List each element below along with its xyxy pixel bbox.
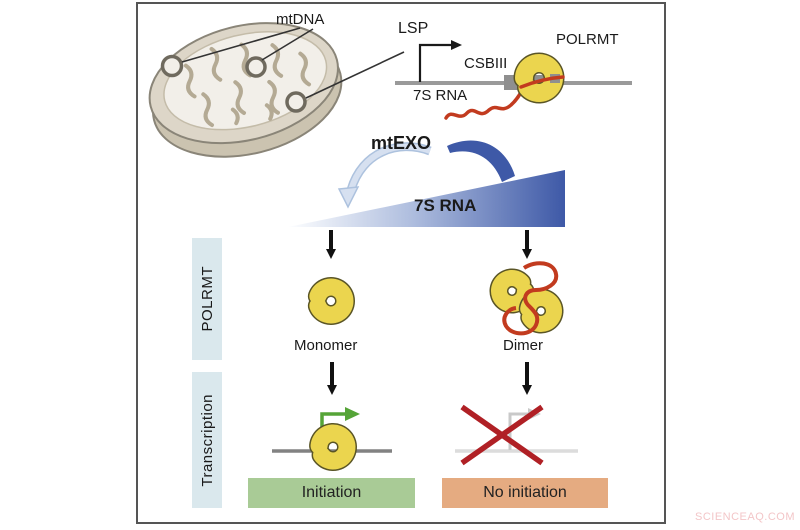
- cristae-squiggles: [183, 42, 312, 128]
- polrmt-top-label: POLRMT: [556, 31, 619, 48]
- initiation-outcome-box: Initiation: [248, 478, 415, 508]
- no-initiation-scene: [455, 404, 578, 466]
- lsp-label: LSP: [398, 20, 429, 37]
- mtdna-label: mtDNA: [276, 11, 325, 28]
- lsp-promoter-arrow: [418, 40, 462, 82]
- inhibition-cross-icon: [460, 404, 544, 466]
- mtdna-nucleoid-circles: [160, 54, 307, 113]
- initiation-scene: [272, 407, 392, 471]
- no-initiation-outcome-box: No initiation: [442, 478, 608, 508]
- mtexo-degrade-arrow: [337, 142, 432, 209]
- watermark: SCIENCEAQ.COM: [695, 511, 796, 523]
- mtexo-label: mtEXO: [371, 133, 432, 153]
- row-label-polrmt: POLRMT: [192, 238, 222, 360]
- 7s-rna-strand-over-polrmt: [519, 75, 565, 89]
- mitochondrion-illustration: [148, 22, 343, 158]
- row-label-polrmt-text: POLRMT: [198, 266, 216, 332]
- mtdna-pointer-lines: [181, 27, 405, 99]
- dimer-label: Dimer: [503, 337, 543, 354]
- 7s-rna-gradient-label: 7S RNA: [414, 196, 477, 215]
- row-label-transcription-text: Transcription: [198, 393, 216, 487]
- mtexo-increase-arrow: [447, 140, 515, 182]
- 7s-rna-strand: [444, 85, 526, 120]
- dimer-blobs: [489, 261, 564, 336]
- monomer-label: Monomer: [294, 337, 358, 354]
- initiation-arrowhead: [345, 407, 360, 421]
- csbiii-label: CSBIII: [464, 55, 508, 72]
- monomer-blob: [307, 277, 355, 325]
- polrmt-blob: [513, 52, 565, 104]
- dimer-rna-loop: [502, 261, 559, 336]
- no-initiation-outcome-label: No initiation: [483, 484, 567, 501]
- flow-arrows: [326, 230, 532, 395]
- 7s-rna-promoter-label: 7S RNA: [413, 87, 468, 104]
- initiation-outcome-label: Initiation: [301, 484, 362, 501]
- initiation-polrmt-blob: [309, 423, 357, 471]
- row-label-transcription: Transcription: [192, 372, 222, 508]
- 7s-rna-gradient-triangle: [288, 170, 565, 227]
